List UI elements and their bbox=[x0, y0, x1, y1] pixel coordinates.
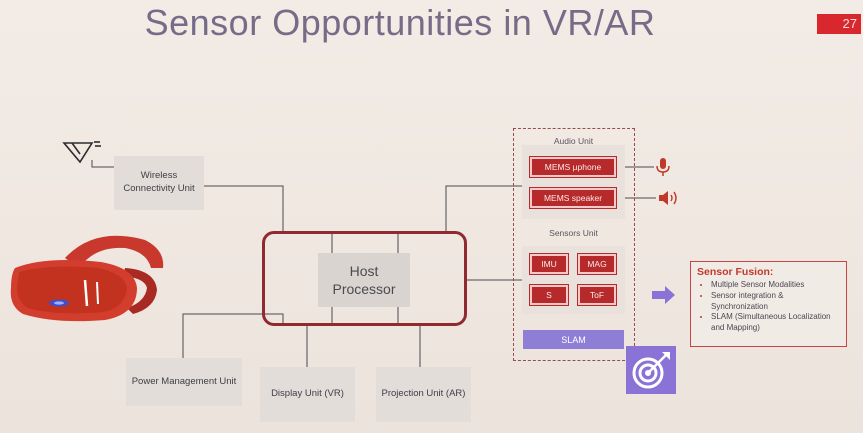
s-box: S bbox=[529, 284, 569, 306]
audio-unit-label: Audio Unit bbox=[553, 136, 594, 146]
microphone-icon bbox=[656, 158, 670, 176]
imu-box: IMU bbox=[529, 253, 569, 275]
mems-microphone-box: MEMS µphone bbox=[529, 156, 617, 178]
sensors-unit-label: Sensors Unit bbox=[549, 228, 598, 238]
sensor-unit-container bbox=[513, 128, 635, 361]
fusion-item: Sensor integration & Synchronization bbox=[711, 291, 840, 313]
tof-box: ToF bbox=[577, 284, 617, 306]
mag-box: MAG bbox=[577, 253, 617, 275]
display-unit-box: Display Unit (VR) bbox=[260, 367, 355, 422]
vr-headset-icon bbox=[10, 235, 164, 322]
sensor-fusion-box: Sensor Fusion: Multiple Sensor Modalitie… bbox=[690, 261, 847, 347]
power-management-box: Power Management Unit bbox=[126, 358, 242, 406]
fusion-item: Multiple Sensor Modalities bbox=[711, 280, 840, 291]
wireless-connectivity-box: Wireless Connectivity Unit bbox=[114, 156, 204, 210]
fusion-item: SLAM (Simultaneous Localization and Mapp… bbox=[711, 312, 840, 334]
sensor-fusion-title: Sensor Fusion: bbox=[697, 266, 774, 278]
target-icon bbox=[626, 346, 676, 394]
sensor-fusion-list: Multiple Sensor Modalities Sensor integr… bbox=[697, 280, 840, 334]
slide-title: Sensor Opportunities in VR/AR bbox=[144, 2, 656, 43]
antenna-icon bbox=[62, 141, 101, 164]
host-processor-box: Host Processor bbox=[318, 253, 410, 307]
speaker-icon bbox=[659, 191, 677, 205]
arrow-right-icon bbox=[652, 286, 675, 304]
projection-unit-box: Projection Unit (AR) bbox=[376, 367, 471, 422]
host-processor-frame bbox=[262, 231, 467, 326]
slam-box: SLAM bbox=[523, 330, 624, 349]
page-number: 27 bbox=[817, 14, 861, 34]
mems-speaker-box: MEMS speaker bbox=[529, 187, 617, 209]
